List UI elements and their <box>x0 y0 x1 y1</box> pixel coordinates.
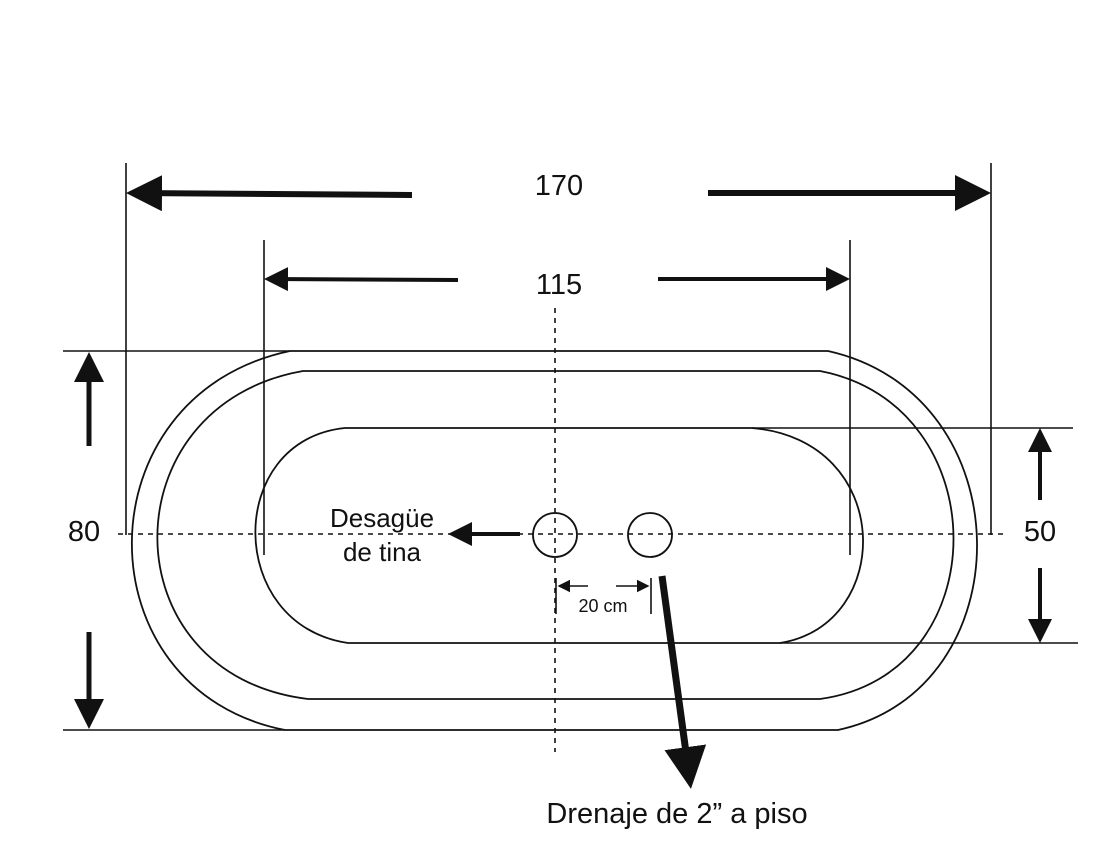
spacing-dimension <box>555 578 652 614</box>
tub-second-rim <box>156 370 955 700</box>
dimension-170-label: 170 <box>535 170 583 202</box>
tub-drain-label-line1: Desagüe <box>330 503 434 533</box>
dimension-80-label: 80 <box>68 516 100 548</box>
floor-drain-label: Drenaje de 2” a piso <box>546 798 807 830</box>
dimension-115-label: 115 <box>536 269 582 301</box>
tub-drain-hole <box>532 512 578 558</box>
floor-drain-hole <box>627 512 673 558</box>
dimension-arrows <box>74 175 1052 789</box>
extension-lines <box>63 163 1078 731</box>
center-lines <box>118 308 1005 752</box>
arrow-floor-drain <box>658 575 707 789</box>
arrow-115-left <box>264 267 459 292</box>
tub-basin <box>254 427 864 644</box>
drain-spacing-label: 20 cm <box>578 596 627 616</box>
dimension-50-label: 50 <box>1024 516 1056 548</box>
drain-holes <box>532 512 673 558</box>
tub-drain-label-line2: de tina <box>343 537 422 567</box>
tub-outer-rim <box>131 350 978 731</box>
arrow-170-left <box>126 175 413 212</box>
